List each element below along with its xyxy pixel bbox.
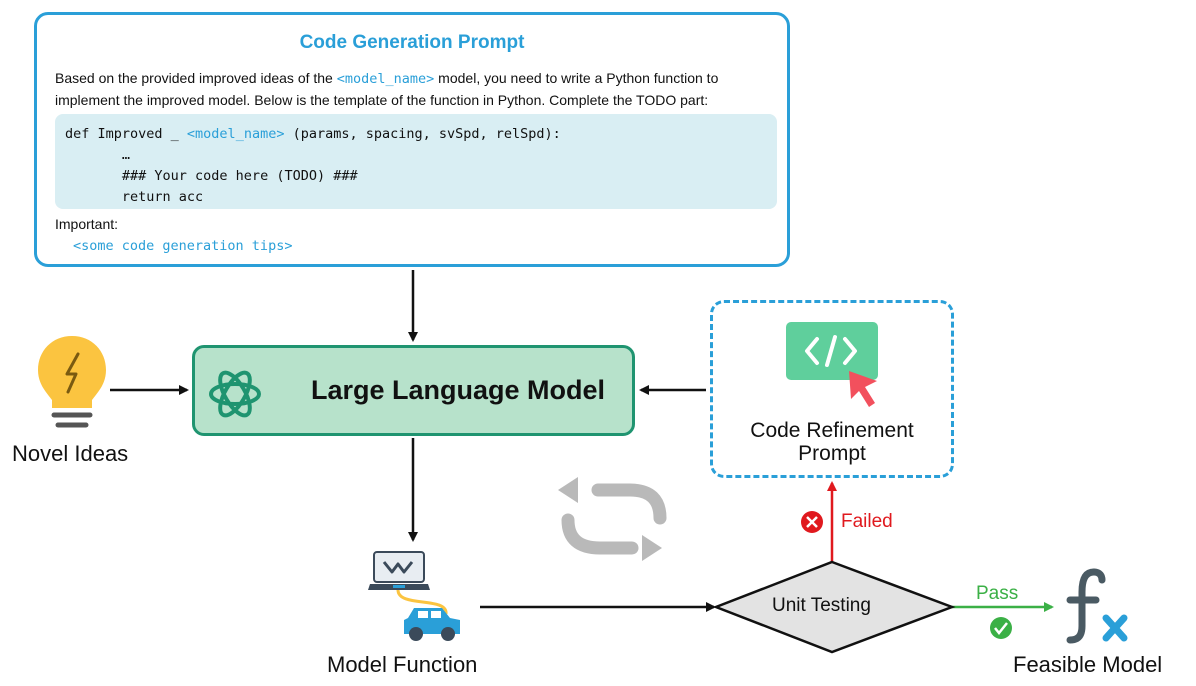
prompt-description: Based on the provided improved ideas of …	[55, 68, 785, 111]
prompt-line1-post: model, you need to write a Python functi…	[434, 70, 719, 86]
unit-testing-diamond	[712, 560, 956, 654]
openai-logo-icon	[209, 370, 261, 418]
large-language-model-box: Large Language Model	[192, 345, 635, 436]
unit-testing-label: Unit Testing	[772, 595, 871, 616]
code-def-line: def Improved _ <model_name> (params, spa…	[65, 126, 561, 142]
code-window-cursor-icon	[786, 322, 878, 407]
code-template-block: def Improved _ <model_name> (params, spa…	[55, 114, 777, 209]
loop-icon	[561, 483, 667, 555]
code-generation-prompt-box: Code Generation Prompt Based on the prov…	[34, 12, 790, 267]
model-function-label: Model Function	[327, 652, 478, 677]
llm-label: Large Language Model	[311, 375, 606, 405]
laptop-car-icon	[368, 551, 460, 641]
prompt-line1-pre: Based on the provided improved ideas of …	[55, 70, 337, 86]
code-ellipsis-line: …	[65, 147, 131, 163]
pass-label: Pass	[976, 583, 1019, 604]
novel-ideas-label: Novel Ideas	[12, 441, 129, 466]
model-name-placeholder: <model_name>	[336, 71, 435, 87]
important-label: Important:	[55, 216, 119, 232]
lightbulb-icon	[38, 336, 106, 428]
feasible-model-label: Feasible Model	[1013, 652, 1163, 677]
function-fx-icon	[1066, 568, 1128, 644]
pass-check-icon	[990, 617, 1012, 639]
code-todo-line: ### Your code here (TODO) ###	[65, 168, 358, 184]
code-generation-tips: <some code generation tips>	[73, 238, 293, 254]
code-return-line: return acc	[65, 189, 204, 205]
prompt-title: Code Generation Prompt	[299, 32, 525, 53]
failed-label: Failed	[841, 511, 893, 532]
prompt-line2: implement the improved model. Below is t…	[55, 92, 709, 108]
failed-x-icon	[801, 511, 823, 533]
